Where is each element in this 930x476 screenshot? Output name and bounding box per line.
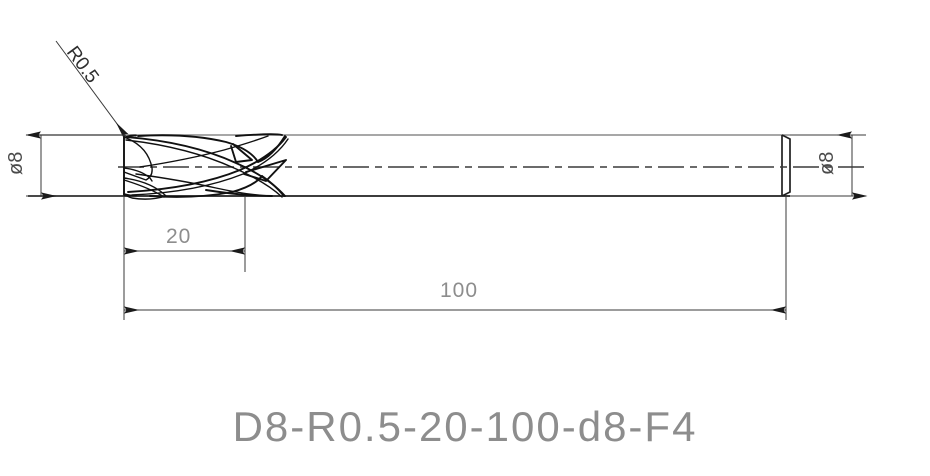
overall-length-dimension: 100 bbox=[124, 196, 787, 320]
relief-facet-upper bbox=[230, 143, 253, 163]
end-tooth-upper-edge bbox=[123, 167, 153, 182]
overall-length-label: 100 bbox=[440, 279, 478, 302]
shank-diameter-label: ø8 bbox=[816, 152, 838, 175]
radius-callout-group: R0.5 bbox=[55, 40, 129, 138]
shank-diameter-dimension: ø8 bbox=[790, 131, 868, 200]
cutter-diameter-dimension: ø8 bbox=[5, 131, 124, 200]
radius-leader-line bbox=[55, 40, 129, 138]
flute-core-edge-lower bbox=[135, 173, 271, 197]
part-designation-title: D8-R0.5-20-100-d8-F4 bbox=[233, 403, 698, 450]
flute-core-edge-upper bbox=[139, 135, 269, 168]
cutting-flutes-group bbox=[123, 133, 289, 200]
cutter-diameter-label: ø8 bbox=[5, 152, 27, 175]
flute-length-label: 20 bbox=[166, 225, 191, 248]
relief-facet-lower bbox=[243, 159, 287, 182]
helix-flute-2b bbox=[131, 138, 289, 196]
shank-end-face bbox=[781, 134, 791, 197]
end-tooth-upper bbox=[123, 136, 153, 181]
gullet-arc-bottom-1 bbox=[149, 175, 263, 198]
flute-length-dimension: 20 bbox=[123, 196, 246, 320]
helix-flute-1b bbox=[125, 139, 283, 198]
radius-callout-label: R0.5 bbox=[62, 43, 103, 88]
gullet-arc-top-1 bbox=[137, 134, 259, 163]
end-tooth-lower bbox=[123, 177, 167, 200]
end-tooth-lower-edge bbox=[123, 179, 165, 198]
gullet-arc-top-2 bbox=[235, 133, 283, 137]
flute-runout-top bbox=[257, 135, 286, 163]
flute-runout-bottom bbox=[261, 175, 285, 197]
